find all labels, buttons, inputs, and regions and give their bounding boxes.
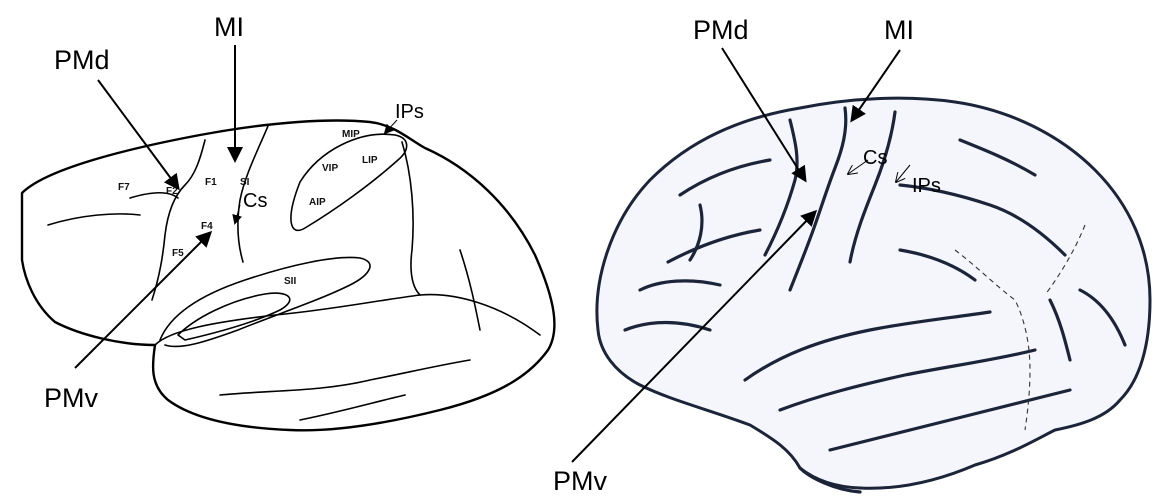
label-cs-left: Cs — [243, 190, 267, 212]
label-ips-right: IPs — [912, 175, 941, 197]
monkey-lunate-sulcus — [402, 142, 420, 295]
label-s1: SI — [240, 177, 250, 188]
label-ips-left: IPs — [395, 101, 424, 123]
label-pmv-right: PMv — [553, 466, 608, 496]
monkey-lateral-sulcus — [160, 257, 370, 346]
label-vip: VIP — [322, 163, 338, 174]
label-f5: F5 — [172, 248, 184, 259]
label-f7: F7 — [118, 182, 130, 193]
label-pmd-left: PMd — [54, 45, 110, 75]
label-mi-left: MI — [214, 12, 244, 42]
arrow-pmd-left — [98, 80, 178, 188]
label-aip: AIP — [309, 197, 326, 208]
monkey-sulcus-back — [460, 250, 480, 330]
monkey-principal-sulcus — [48, 214, 140, 225]
monkey-brain-panel: F7 F2 F1 SI F4 F5 MIP LIP VIP AIP SII MI… — [22, 12, 554, 430]
label-cs-right: Cs — [863, 147, 887, 169]
label-lip: LIP — [362, 155, 378, 166]
monkey-intraparietal-sulcus — [291, 134, 407, 230]
label-f2: F2 — [166, 186, 178, 197]
label-f1: F1 — [205, 177, 217, 188]
label-s2: SII — [284, 276, 296, 287]
label-pmv-left: PMv — [44, 383, 99, 413]
monkey-sulcus-lower — [300, 395, 405, 420]
label-mip: MIP — [342, 129, 360, 140]
human-brain-panel: PMd MI PMv Cs IPs — [553, 15, 1150, 496]
monkey-sts — [220, 360, 470, 395]
arrow-pmv-left — [75, 233, 210, 368]
label-pmd-right: PMd — [693, 15, 749, 45]
label-f4: F4 — [201, 221, 213, 232]
label-mi-right: MI — [884, 15, 914, 45]
monkey-temporal-boundary — [155, 295, 540, 345]
